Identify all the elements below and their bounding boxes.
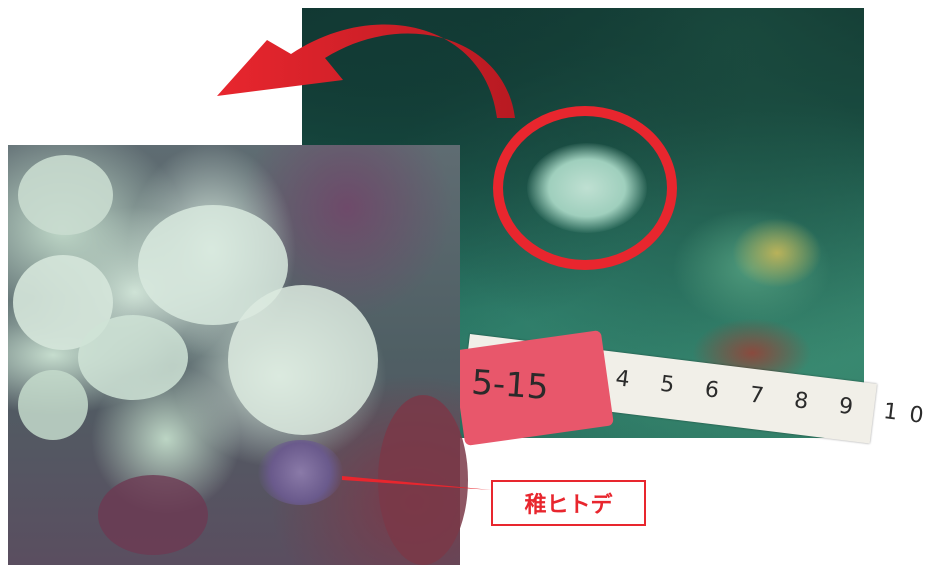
- colony-blob: [228, 285, 378, 435]
- highlight-circle: [493, 106, 677, 270]
- red-algae-patch: [98, 475, 208, 555]
- curved-arrow-icon: [217, 24, 515, 118]
- juvenile-starfish: [258, 440, 343, 505]
- colony-blob: [78, 315, 188, 400]
- closeup-colony-photo: [8, 145, 468, 565]
- sample-tag-text: 5-15: [470, 362, 550, 408]
- red-algae-patch: [378, 395, 468, 565]
- colony-blob: [18, 155, 113, 235]
- callout-label: 稚ヒトデ: [524, 493, 613, 518]
- yellow-sponge-patch: [732, 218, 822, 288]
- juvenile-starfish-callout: 稚ヒトデ: [491, 480, 646, 526]
- callout-leader-line: [342, 476, 492, 490]
- colony-blob: [18, 370, 88, 440]
